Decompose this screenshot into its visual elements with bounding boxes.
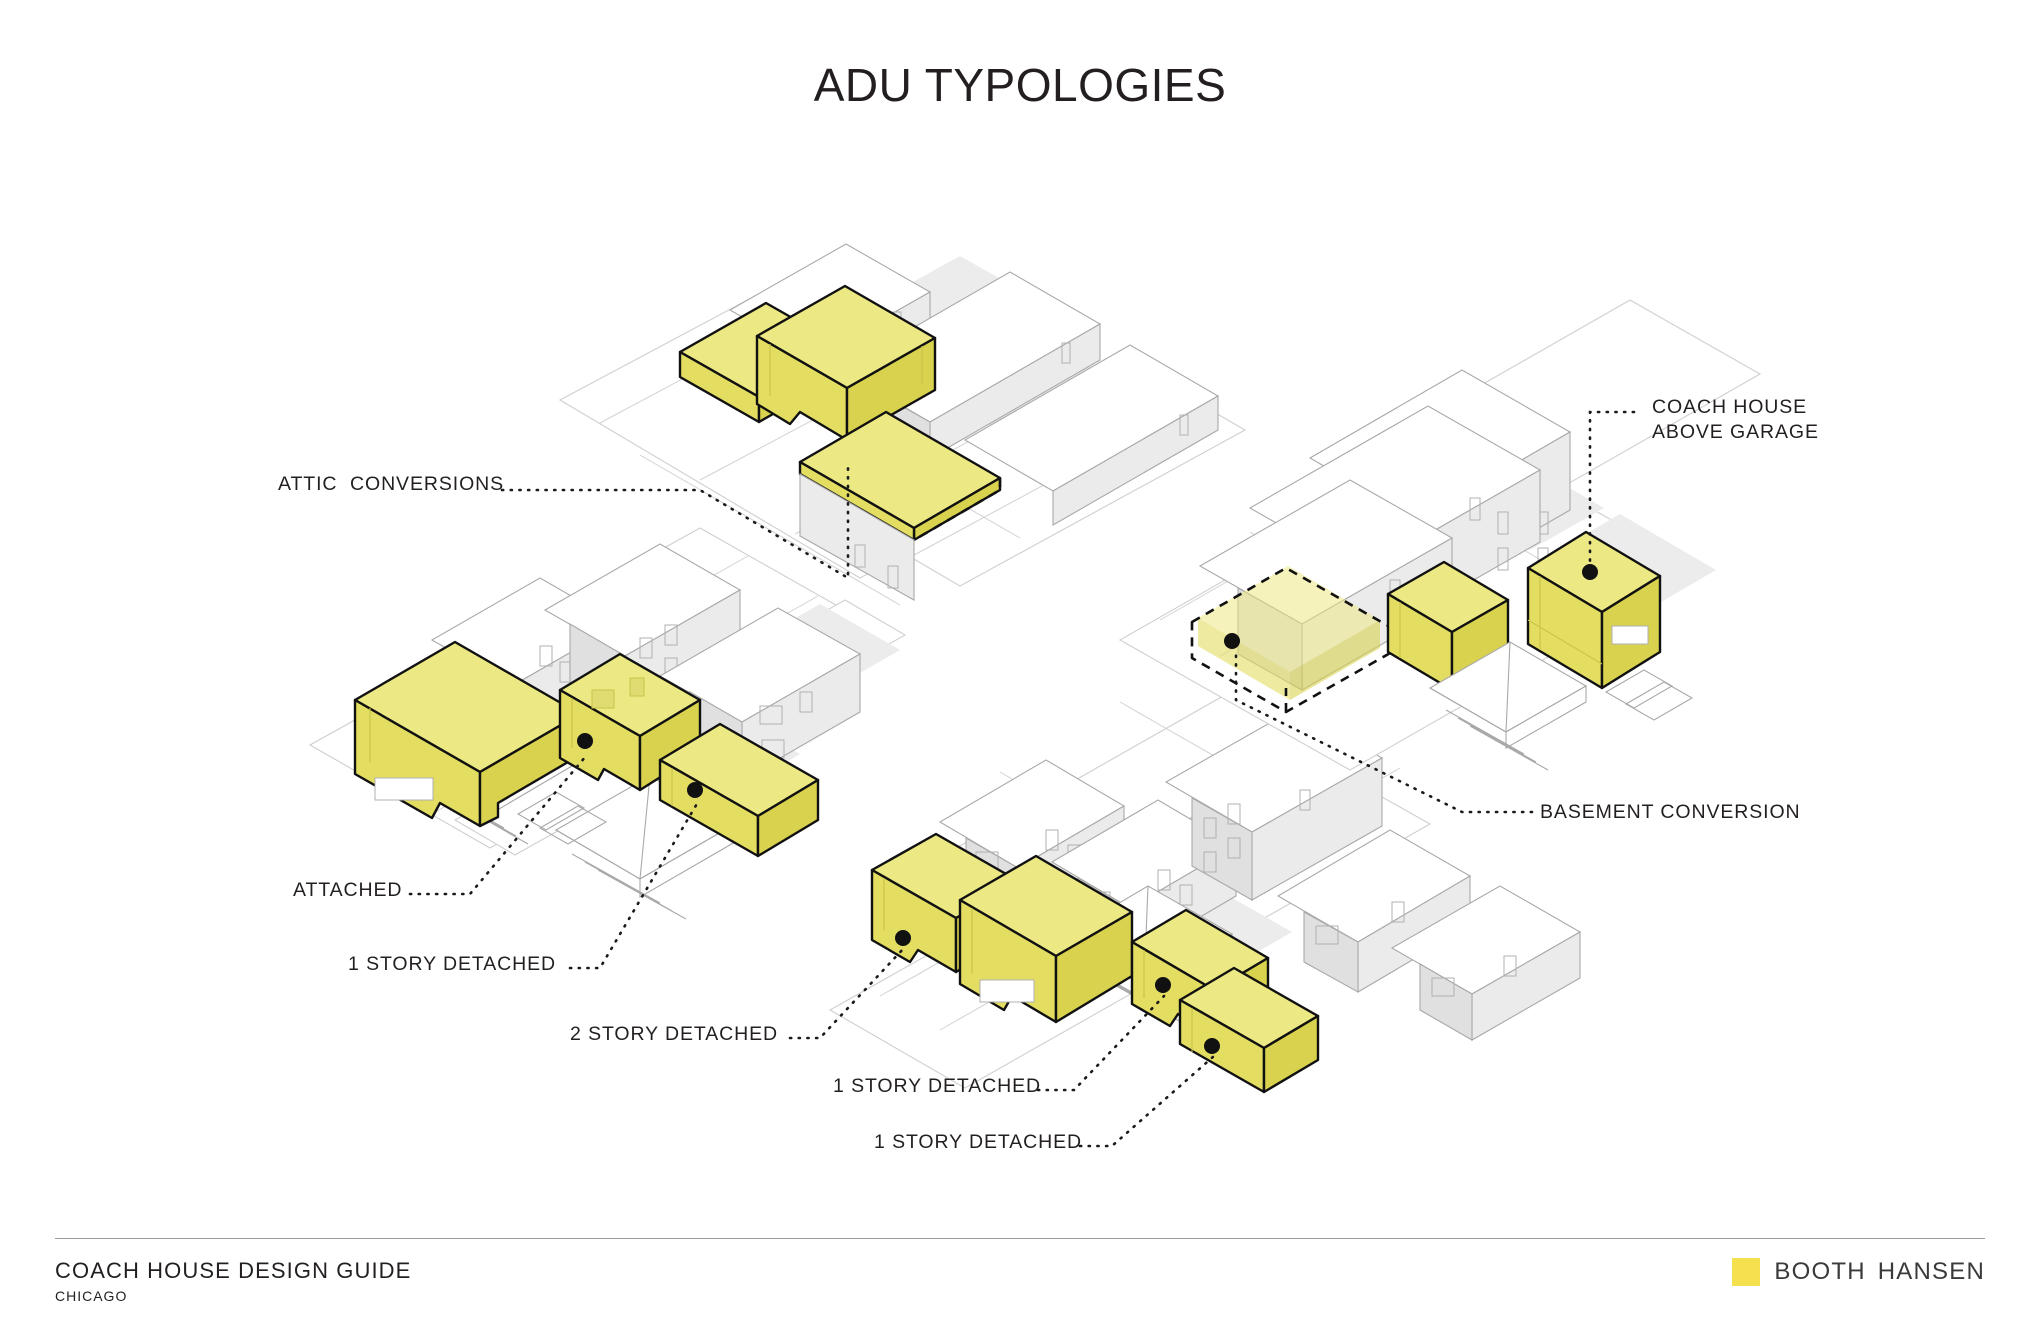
- adu-basement-conversion: [1190, 566, 1394, 714]
- brand-swatch-icon: [1732, 1258, 1761, 1286]
- label-one-story-detached-mid: 1 STORY DETACHED: [833, 1075, 1042, 1097]
- context-building: [963, 344, 1220, 526]
- parked-cars: [1604, 669, 1694, 721]
- adu-two-story-detached: [958, 854, 1134, 1024]
- footer-divider: [55, 1238, 1985, 1239]
- context-building: [1390, 885, 1582, 1041]
- cluster-attic-conversions: [558, 243, 1247, 606]
- label-two-story-detached: 2 STORY DETACHED: [570, 1023, 779, 1045]
- label-attic-conversions: ATTIC CONVERSIONS: [278, 473, 505, 495]
- label-one-story-detached-right: 1 STORY DETACHED: [874, 1131, 1083, 1153]
- page-title: ADU TYPOLOGIES: [813, 59, 1227, 111]
- brand-name-second: HANSEN: [1877, 1258, 1985, 1285]
- leader-one-story-detached-right: [1078, 1054, 1216, 1148]
- parked-cars: [516, 791, 608, 845]
- label-coach-house-above-garage: COACH HOUSE ABOVE GARAGE: [1652, 396, 1819, 443]
- adu-attached: [353, 640, 582, 828]
- context-building: [1276, 829, 1472, 993]
- leader-one-story-detached-mid: [1036, 994, 1166, 1092]
- footer-title: COACH HOUSE DESIGN GUIDE: [55, 1258, 412, 1283]
- cluster-coach-house-basement: [1118, 299, 1762, 771]
- brand-logo: BOOTH HANSEN: [1732, 1258, 1985, 1286]
- adu-attic-conversion-3: [798, 410, 1002, 601]
- label-one-story-detached-left: 1 STORY DETACHED: [348, 953, 557, 975]
- leader-lines: [408, 410, 1636, 1148]
- leader-attached: [408, 754, 588, 896]
- cluster-detached-row: [828, 617, 1582, 1094]
- leader-two-story-detached: [788, 946, 906, 1040]
- adu-coach-house-above-garage: [1526, 530, 1662, 690]
- adu-one-story-detached-c3: [1178, 966, 1320, 1094]
- context-garage: [1428, 641, 1588, 771]
- brand-name-first: BOOTH: [1774, 1258, 1866, 1285]
- label-attached: ATTACHED: [293, 879, 403, 901]
- brand-name: BOOTH HANSEN: [1774, 1258, 1985, 1286]
- leader-basement: [1234, 648, 1534, 814]
- footer-subtitle: CHICAGO: [55, 1288, 128, 1304]
- cluster-attached-detached: [308, 527, 907, 920]
- leader-attic-conversions: [500, 466, 850, 581]
- leader-one-story-detached-left: [568, 800, 700, 970]
- label-basement-conversion: BASEMENT CONVERSION: [1540, 801, 1801, 823]
- leader-coach-house: [1588, 410, 1636, 566]
- adu-attic-conversion-2: [755, 284, 937, 442]
- adu-one-story-detached-b2: [658, 722, 820, 858]
